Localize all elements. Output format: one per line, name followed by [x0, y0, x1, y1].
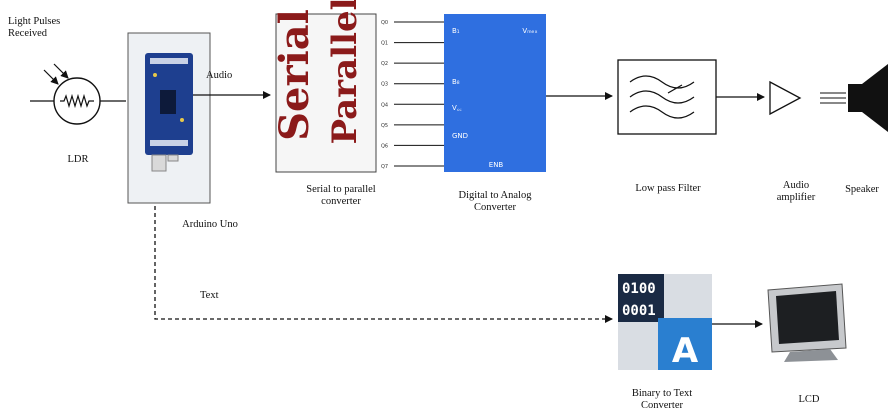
s2p-pin-label: Q0 — [381, 20, 388, 26]
arduino-uno-board — [127, 32, 211, 204]
s2p-pin-label: Q1 — [381, 41, 388, 47]
b2t-label: Binary to Text Converter — [631, 388, 693, 411]
serial-to-parallel-box: Serial Parallel — [271, 0, 377, 173]
s2p-label: Serial to parallel converter — [306, 184, 376, 207]
dac-pin-enb: ENB — [489, 161, 504, 169]
s2p-pin-label: Q2 — [381, 61, 388, 67]
s2p-pin-label: Q4 — [381, 102, 388, 108]
dac-pin-gnd: GND — [452, 132, 468, 140]
dac-pin-vref: Vₘₑₓ — [522, 27, 537, 35]
lcd-label: LCD — [798, 394, 820, 405]
amp-label: Audio amplifier — [776, 180, 816, 203]
s2p-pin-label: Q6 — [381, 143, 388, 149]
ldr-symbol — [30, 63, 126, 125]
s2p-pin-label: Q7 — [381, 164, 388, 170]
s2p-pin-label: Q3 — [381, 82, 388, 88]
text-dashed-path — [154, 206, 613, 323]
dac-pin-b1: B₁ — [452, 27, 460, 35]
speaker-label: Speaker — [845, 184, 879, 195]
dac-label: Digital to Analog Converter — [458, 190, 532, 213]
low-pass-filter-box — [617, 59, 717, 135]
text-label: Text — [200, 290, 219, 301]
parallel-word: Parallel — [325, 0, 365, 145]
b2t-glyph: A — [672, 331, 699, 371]
serial-word: Serial — [271, 9, 318, 141]
amplifier-triangle — [769, 80, 802, 116]
speaker-icon — [848, 64, 888, 132]
b2t-binary-line1: 0100 — [622, 281, 656, 297]
binary-to-text-icon: 0100 0001 A — [618, 274, 712, 371]
ldr-label: LDR — [67, 154, 89, 165]
lcd-monitor-icon — [767, 283, 847, 362]
audio-label: Audio — [206, 70, 233, 81]
lpf-label: Low pass Filter — [635, 183, 701, 194]
amp-to-speaker-lines — [820, 92, 846, 104]
s2p-pin-label: Q5 — [381, 123, 388, 129]
b2t-binary-line2: 0001 — [622, 303, 656, 319]
dac-pin-vcc: V꜀꜀ — [452, 104, 462, 112]
dac-pin-b8: B₈ — [452, 78, 460, 86]
light-pulses-label: Light Pulses Received — [8, 16, 61, 39]
dac-box: B₁ Vₘₑₓ B₈ V꜀꜀ GND ENB — [444, 14, 546, 172]
arduino-label: Arduino Uno — [182, 219, 238, 230]
